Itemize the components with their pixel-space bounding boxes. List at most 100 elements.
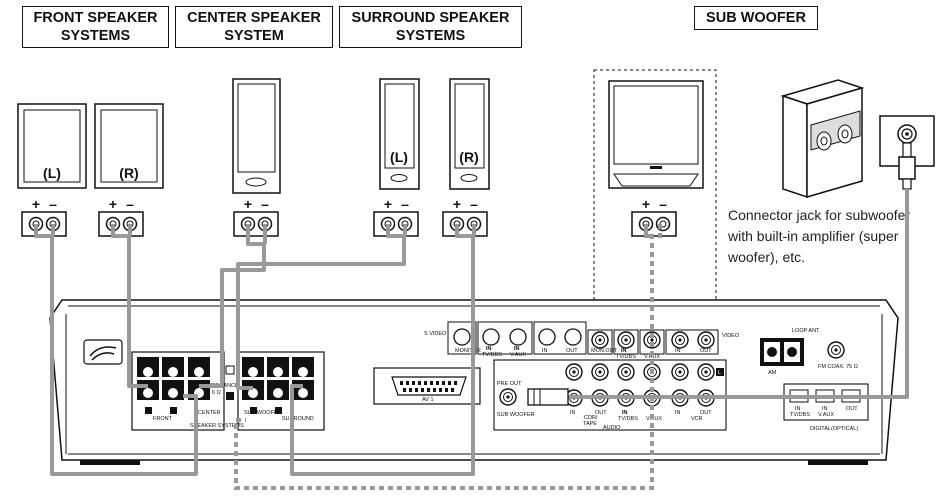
- video-tvdbs-label: TV/DBS: [616, 354, 636, 360]
- super-woofer: [780, 79, 865, 199]
- subwoofer-dashed-region: [593, 69, 717, 337]
- receiver-sub-label: SUB WOOFER: [244, 410, 282, 416]
- rca-plug: [527, 388, 569, 406]
- audio-tvdbs-label: TV/DBS: [618, 416, 638, 422]
- svideo-vaux-label: V.AUX: [510, 352, 526, 358]
- video-vaux-label: V.AUX: [644, 354, 660, 360]
- svideo-vcr-out-label: OUT: [566, 348, 578, 354]
- audio-vcr-in: IN: [675, 410, 681, 416]
- center-minus: –: [261, 196, 269, 212]
- svideo-vaux-in-label: IN: [514, 346, 520, 352]
- sub-minus: –: [659, 196, 667, 212]
- center-speaker-header: CENTER SPEAKER SYSTEM: [175, 6, 333, 48]
- tape-label: TAPE: [583, 421, 597, 427]
- surround-right-wire: [290, 224, 475, 476]
- front-left-terminal: + –: [21, 196, 67, 237]
- video-monout-label: MON.OUT: [591, 348, 618, 354]
- wall-jack: [879, 115, 935, 190]
- front-speaker-header: FRONT SPEAKER SYSTEMS: [22, 6, 169, 48]
- center-terminal: + –: [233, 196, 279, 237]
- sub-header-line1: SUB WOOFER: [706, 10, 806, 26]
- front-left-plus: +: [32, 196, 40, 212]
- front-left-label: (L): [43, 165, 61, 181]
- cdr-in-label: IN: [570, 410, 576, 416]
- receiver-speaker-terminals: FRONT CENTER SUB WOOFER SURROUND SPEAKER…: [131, 351, 325, 431]
- subwoofer: [608, 80, 704, 189]
- video-jacks: S VIDEO MONITOR IN TV/DBS IN V.AUX IN OU…: [424, 321, 740, 360]
- digital-in-1: IN: [795, 406, 801, 412]
- audio-tvdbs-in: IN: [622, 410, 628, 416]
- center-wire: [199, 224, 266, 388]
- super-woofer-cable: [528, 189, 909, 399]
- center-plus: +: [244, 196, 252, 212]
- center-header-line2: SYSTEM: [224, 28, 284, 44]
- receiver-center-label: CENTER: [198, 410, 221, 416]
- monitor-label: MONITOR: [455, 348, 481, 354]
- surround-right-terminal: + –: [442, 196, 488, 237]
- surround-left-label: (L): [390, 149, 408, 165]
- antenna-terminals: LOOP ANT. AM FM COAX. 75 Ω: [760, 328, 858, 376]
- audio-vaux-label: V.AUX: [646, 416, 662, 422]
- front-right-minus: –: [126, 196, 134, 212]
- front-right-plus: +: [109, 196, 117, 212]
- surround-left-terminal: + –: [373, 196, 419, 237]
- front-right-speaker: (R): [94, 103, 164, 189]
- audio-label: AUDIO: [603, 425, 621, 431]
- subwoofer-dotted-wire: [234, 224, 662, 490]
- surround-right-plus: +: [453, 196, 461, 212]
- receiver-front-label: FRONT: [153, 416, 173, 422]
- surround-right-minus: –: [470, 196, 478, 212]
- pre-out-label: PRE OUT: [497, 381, 522, 387]
- digital-tvdbs: TV/DBS: [790, 412, 810, 418]
- svideo-vcr-in-label: IN: [542, 348, 548, 354]
- sub-woofer-header: SUB WOOFER: [694, 6, 818, 30]
- subwoofer-terminal: + –: [631, 196, 677, 237]
- speaker-wires: [34, 189, 909, 476]
- digital-vaux: V.AUX: [818, 412, 834, 418]
- receiver-speaker-systems-label: SPEAKER SYSTEMS: [190, 423, 244, 429]
- av1-scart-connector: AV 1: [373, 367, 481, 405]
- surround-header-line1: SURROUND SPEAKER: [351, 10, 510, 26]
- audio-l-marker: L: [718, 370, 721, 376]
- front-right-terminal: + –: [98, 196, 144, 237]
- digital-optical-label: DIGITAL(OPTICAL): [810, 426, 858, 432]
- svideo-label: S VIDEO: [424, 331, 447, 337]
- impedance-value: 6 Ω: [212, 390, 221, 396]
- audio-vcr-label: VCR: [691, 416, 703, 422]
- receiver-surround-label: SURROUND: [282, 416, 314, 422]
- connector-note: Connector jack for subwoofer with built-…: [728, 207, 911, 265]
- sub-woofer-out-label: SUB WOOFER: [497, 412, 535, 418]
- svideo-in-label: IN: [486, 346, 492, 352]
- front-right-label: (R): [119, 165, 138, 181]
- cdr-label: CDR/: [584, 415, 598, 421]
- surround-left-wire: [236, 224, 406, 390]
- am-label: AM: [768, 370, 777, 376]
- front-header-line2: SYSTEMS: [60, 28, 131, 44]
- digital-in-2: IN: [822, 406, 828, 412]
- video-vcr-in-label: IN: [675, 348, 681, 354]
- surround-left-speaker: (L): [379, 78, 420, 190]
- svideo-tvdbs-label: TV/DBS: [482, 352, 502, 358]
- surround-left-plus: +: [384, 196, 392, 212]
- loop-ant-label: LOOP ANT.: [792, 328, 821, 334]
- digital-out: OUT: [846, 406, 858, 412]
- audio-vcr-out: OUT: [700, 410, 712, 416]
- front-left-minus: –: [49, 196, 57, 212]
- front-header-line1: FRONT SPEAKER: [33, 10, 158, 26]
- surround-speaker-header: SURROUND SPEAKER SYSTEMS: [339, 6, 522, 48]
- fm-coax-label: FM COAX. 75 Ω: [818, 364, 858, 370]
- surround-header-line2: SYSTEMS: [395, 28, 466, 44]
- sub-plus: +: [642, 196, 650, 212]
- surround-left-minus: –: [401, 196, 409, 212]
- video-vcr-out-label: OUT: [700, 348, 712, 354]
- center-header-line1: CENTER SPEAKER: [187, 10, 321, 26]
- video-label: VIDEO: [722, 333, 740, 339]
- surround-right-label: (R): [459, 149, 478, 165]
- front-left-wire: [34, 224, 198, 476]
- cdr-out-label: OUT: [595, 410, 607, 416]
- center-speaker: [232, 78, 281, 194]
- surround-right-speaker: (R): [449, 78, 490, 190]
- av1-label: AV 1: [422, 397, 434, 403]
- video-in-label: IN: [621, 348, 627, 354]
